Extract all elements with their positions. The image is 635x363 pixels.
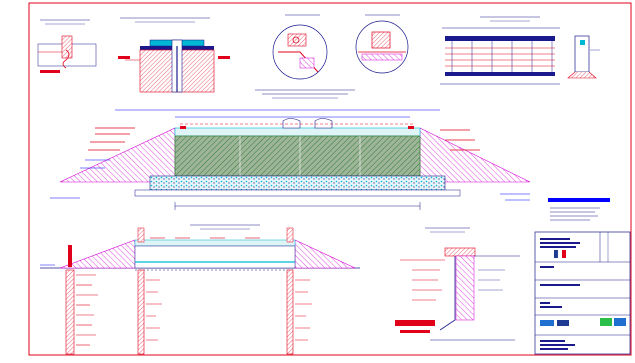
borehole-log-left: [65, 245, 98, 355]
main-cross-section: [50, 89, 531, 210]
title-block: [534, 231, 631, 355]
borehole-log-right: [286, 269, 312, 355]
detail-expansion-joint: [118, 17, 230, 93]
detail-kerb: [37, 19, 97, 73]
detail-abutment: [395, 227, 520, 341]
borehole-log-center: [137, 269, 162, 355]
detail-railing-section: [567, 35, 600, 79]
detail-railing-elevation: [440, 16, 560, 85]
detail-circle-b: [355, 14, 409, 74]
green-company-logo: [600, 318, 626, 326]
notes-box: [548, 198, 610, 221]
detail-circle-a: [272, 14, 328, 80]
blue-company-logo: [540, 320, 569, 326]
longitudinal-section: [40, 224, 360, 355]
french-flag-logo: [554, 249, 566, 259]
